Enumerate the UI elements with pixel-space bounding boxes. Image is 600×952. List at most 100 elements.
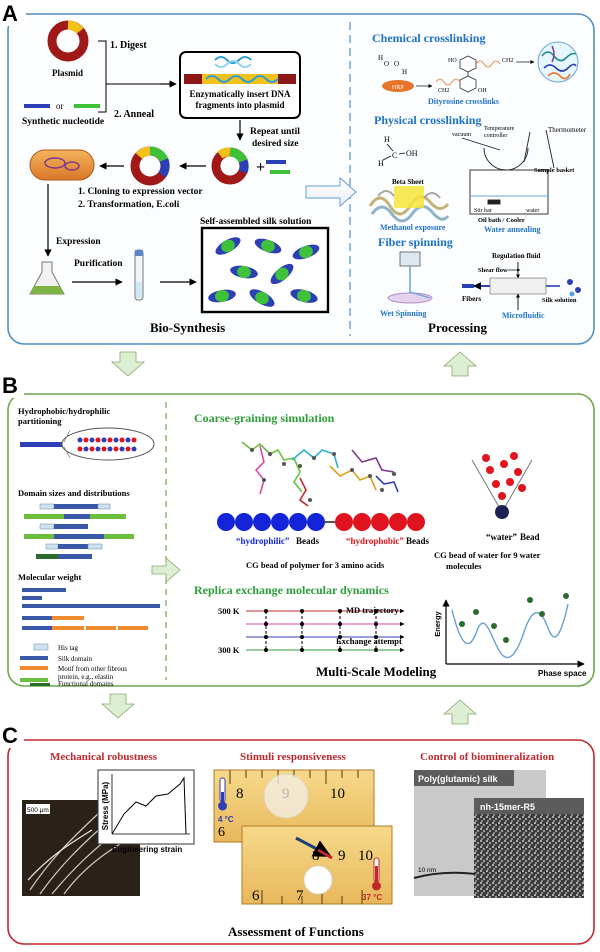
svg-text:H: H xyxy=(378,159,384,168)
stimuli-title: Stimuli responsiveness xyxy=(240,751,347,763)
svg-text:O: O xyxy=(394,60,399,68)
water-bead-label: “water” xyxy=(486,532,517,542)
domain-legend: His tag Silk domain Motif from other fib… xyxy=(20,643,127,686)
panel-b-frame xyxy=(7,393,595,687)
panel-a-letter: A xyxy=(2,1,18,26)
plus-blue-strand xyxy=(266,160,286,164)
water-annealing-label: Water annealing xyxy=(484,225,541,234)
temp-controller-label-2: controller xyxy=(484,133,507,139)
domain-bars xyxy=(24,503,134,559)
nh-15mer-label: nh-15mer-R5 xyxy=(480,802,535,812)
crosslinked-network-icon xyxy=(537,41,579,83)
cg-atomistic-chain xyxy=(241,441,399,507)
legend-silk-swatch xyxy=(20,656,48,660)
expression-plasmid xyxy=(130,146,170,186)
cg-water-caption-2: molecules xyxy=(446,561,482,571)
insert-box xyxy=(179,51,301,119)
beta-sheet-label: Beta Sheet xyxy=(392,178,424,186)
energy-axis-label: Energy xyxy=(433,610,442,636)
to-processing-arrow xyxy=(305,176,357,208)
mechanical-title: Mechanical robustness xyxy=(50,751,158,763)
remd-title: Replica exchange molecular dynamics xyxy=(194,583,389,597)
partition-title-1: Hydrophobic/hydrophilic xyxy=(18,406,110,416)
purification-label: Purification xyxy=(74,259,123,269)
panel-b-letter-bg xyxy=(0,372,24,398)
ruler-mid-6: 6 xyxy=(218,825,225,840)
panel-a: A Plasmid 1. Digest 2. Anneal or Synthet… xyxy=(0,0,595,345)
ruler-bottom-9: 9 xyxy=(338,848,346,864)
oh-label: OH xyxy=(478,88,487,94)
synthetic-nucleotide-label: Synthetic nucleotide xyxy=(22,117,104,127)
plasmid-label: Plasmid xyxy=(52,68,83,78)
silk-solution-label: Self-assembled silk solution xyxy=(200,217,312,227)
legend-his-tag-swatch xyxy=(33,643,49,651)
domain-sizes-title: Domain sizes and distributions xyxy=(18,488,130,498)
recombinant-plasmid xyxy=(211,147,249,185)
chemical-title: Chemical crosslinking xyxy=(372,31,485,45)
synthetic-blue-strand xyxy=(24,104,50,108)
exchange-attempt-label: Exchange attempt xyxy=(336,636,402,646)
transformation-step: 2. Transformation, E.coli xyxy=(78,200,180,210)
thermometer-label: Thermometer xyxy=(548,126,587,134)
panel-b-letter: B xyxy=(2,373,18,398)
hydrophobic-beads xyxy=(335,513,425,531)
nh-15mer-label-bg xyxy=(474,798,584,814)
zoom-line-top xyxy=(63,429,71,443)
panel-c: C Mechanical robustness 500 μm Stress (M… xyxy=(0,722,595,945)
panel-b: B Hydrophobic/hydrophilic partitioning D… xyxy=(0,372,595,688)
ruler-bottom-ticks xyxy=(261,890,363,904)
repeat-text-2: desired size xyxy=(252,139,299,149)
panel-c-letter-bg xyxy=(0,722,24,748)
partition-title-2: partitioning xyxy=(18,416,62,426)
svg-text:O: O xyxy=(384,60,389,68)
plasmid-insert-strip xyxy=(184,74,296,84)
md-trajectory-label: MD trajectory xyxy=(346,605,399,615)
left-to-right-arrow xyxy=(151,557,181,583)
legend-functional: Functional domains xyxy=(58,680,114,688)
processing-title: Processing xyxy=(428,320,487,335)
poly-glutamic-label-bg xyxy=(414,770,514,786)
legend-motif-swatch xyxy=(20,666,48,670)
water-label: water xyxy=(526,208,539,214)
expression-label: Expression xyxy=(56,237,101,247)
svg-text:H: H xyxy=(378,54,383,62)
phase-space-label: Phase space xyxy=(538,669,587,678)
panel-c-letter: C xyxy=(2,723,18,748)
physical-title: Physical crosslinking xyxy=(374,113,481,127)
svg-text:OH: OH xyxy=(406,149,418,158)
plus-green-strand xyxy=(270,170,290,174)
synthetic-green-strand xyxy=(74,104,100,108)
hrp-pill xyxy=(382,80,414,92)
anneal-label: 2. Anneal xyxy=(114,109,154,120)
legend-functional-swatch-2 xyxy=(30,683,50,686)
water-funnel xyxy=(471,452,533,519)
dityrosine-structure xyxy=(435,55,501,93)
microfluidic-icon xyxy=(462,262,581,310)
hot-temp-label: 37 °C xyxy=(362,893,382,902)
a-to-b-arrow xyxy=(110,351,146,377)
stimuli-arrow-tip xyxy=(317,848,333,860)
dna-helix-icon xyxy=(214,56,252,68)
beta-sheet-icon xyxy=(368,186,450,223)
cg-polymer-caption: CG bead of polymer for 3 amino acids xyxy=(246,560,385,570)
scale-bar-label: 500 μm xyxy=(27,807,49,814)
ch2-label-top: CH2 xyxy=(502,58,513,64)
panel-a-letter-bg xyxy=(0,0,26,26)
panel-a-frame xyxy=(7,13,595,345)
scale-bar-box xyxy=(26,804,50,814)
partition-zoom xyxy=(61,427,155,461)
energy-landscape xyxy=(442,593,585,668)
microfluidic-label: Microfluidic xyxy=(502,311,545,320)
legend-motif-2: protein, e.g., elastin xyxy=(58,673,114,681)
ruler-top-ticks xyxy=(229,770,359,784)
t-high-label: 500 K xyxy=(218,606,240,616)
digest-connector xyxy=(98,40,160,85)
flask-icon xyxy=(29,261,65,295)
cold-temp-label: 4 °C xyxy=(218,815,234,824)
hydrophilic-beads xyxy=(217,513,325,531)
svg-text:H: H xyxy=(384,135,390,144)
plus-sign: + xyxy=(256,159,265,176)
repeat-text-1: Repeat until xyxy=(250,127,300,137)
modeling-title: Multi-Scale Modeling xyxy=(316,664,437,679)
